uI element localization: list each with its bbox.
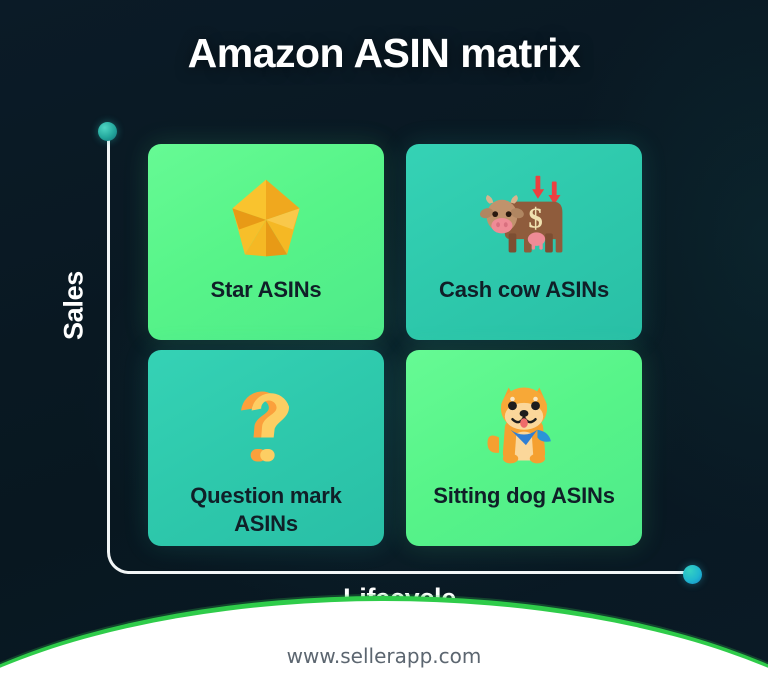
- cash-cow-icon: $: [476, 170, 572, 266]
- footer-url: www.sellerapp.com: [286, 644, 482, 668]
- y-axis-label: Sales: [58, 270, 89, 341]
- x-axis-endpoint-dot-icon: [683, 565, 702, 584]
- quadrant-label: Cash cow ASINs: [439, 277, 609, 302]
- quadrant-grid: Star ASINs: [148, 144, 642, 554]
- y-axis-endpoint-dot-icon: [98, 122, 117, 141]
- quadrant-card-star[interactable]: Star ASINs: [148, 144, 384, 340]
- sitting-dog-icon: [476, 376, 572, 472]
- quadrant-label: Question mark ASINs: [190, 483, 342, 536]
- svg-text:$: $: [528, 203, 542, 235]
- quadrant-card-cash-cow[interactable]: $ Cash cow ASINs: [406, 144, 642, 340]
- quadrant-label: Star ASINs: [210, 277, 322, 302]
- quadrant-card-question-mark[interactable]: Question mark ASINs: [148, 350, 384, 546]
- quadrant-label: Sitting dog ASINs: [433, 483, 615, 508]
- question-mark-icon: [218, 376, 314, 472]
- page-title: Amazon ASIN matrix: [187, 30, 581, 76]
- star-icon: [218, 170, 314, 266]
- quadrant-card-sitting-dog[interactable]: Sitting dog ASINs: [406, 350, 642, 546]
